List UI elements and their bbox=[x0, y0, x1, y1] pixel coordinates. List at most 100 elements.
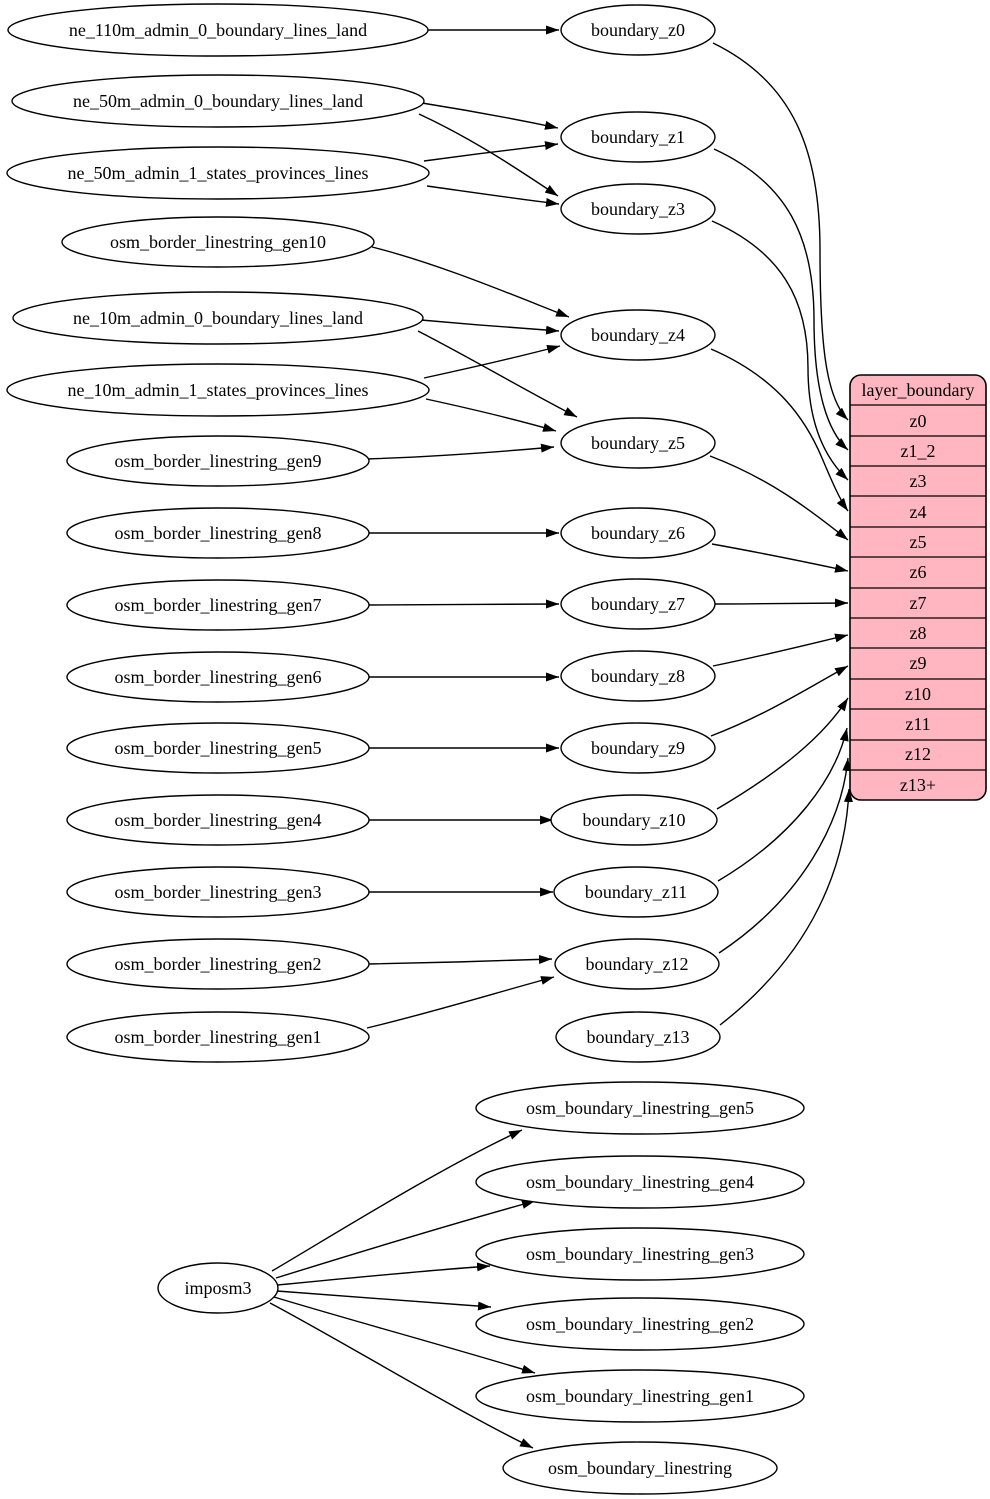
edge-osm_border_linestring_gen7-boundary_z7 bbox=[368, 599, 560, 609]
node-label: boundary_z8 bbox=[591, 666, 685, 686]
node-label: osm_boundary_linestring_gen2 bbox=[526, 1314, 754, 1334]
node-label: osm_border_linestring_gen7 bbox=[115, 595, 322, 615]
edge-boundary_z8-row_z8 bbox=[712, 633, 849, 667]
record-row-z3: z3 bbox=[910, 471, 927, 491]
edge-ne_50m_admin_1-boundary_z3 bbox=[426, 185, 560, 207]
edge-osm_border_linestring_gen2-boundary_z12 bbox=[368, 954, 553, 965]
edge-boundary_z6-row_z6 bbox=[711, 543, 849, 573]
node-label: boundary_z13 bbox=[587, 1027, 690, 1047]
edge-ne_10m_admin_0-boundary_z5 bbox=[417, 330, 578, 418]
record-title: layer_boundary bbox=[862, 380, 975, 400]
node-boundary_z6: boundary_z6 bbox=[560, 507, 716, 559]
node-label: osm_border_linestring_gen5 bbox=[115, 738, 322, 758]
node-label: boundary_z11 bbox=[585, 882, 687, 902]
node-label: boundary_z12 bbox=[586, 954, 689, 974]
node-boundary_z1: boundary_z1 bbox=[560, 111, 716, 163]
node-ellipse bbox=[560, 183, 716, 235]
node-ellipse bbox=[560, 111, 716, 163]
node-boundary_z3: boundary_z3 bbox=[560, 183, 716, 235]
edge-imposm3-osm_boundary_linestring_gen1 bbox=[273, 1296, 536, 1374]
record-row-z4: z4 bbox=[910, 502, 927, 522]
node-label: boundary_z10 bbox=[583, 810, 686, 830]
node-ellipse bbox=[66, 722, 370, 774]
node-osm_border_linestring_gen4: osm_border_linestring_gen4 bbox=[66, 794, 370, 846]
edge-imposm3-osm_boundary_linestring_gen4 bbox=[275, 1200, 536, 1279]
node-ellipse bbox=[66, 579, 370, 631]
node-label: ne_50m_admin_1_states_provinces_lines bbox=[68, 163, 369, 183]
record-row-z6: z6 bbox=[910, 562, 927, 582]
node-osm_boundary_linestring: osm_boundary_linestring bbox=[502, 1441, 778, 1495]
edge-ne_50m_admin_1-boundary_z1 bbox=[423, 141, 559, 162]
node-ellipse bbox=[6, 363, 430, 417]
node-osm_border_linestring_gen8: osm_border_linestring_gen8 bbox=[66, 507, 370, 559]
edge-boundary_z7-row_z7 bbox=[714, 598, 849, 608]
node-osm_boundary_linestring_gen1: osm_boundary_linestring_gen1 bbox=[475, 1369, 805, 1423]
node-label: boundary_z3 bbox=[591, 199, 685, 219]
edge-boundary_z11-row_z11 bbox=[717, 727, 849, 882]
record-row-z5: z5 bbox=[910, 532, 927, 552]
edge-boundary_z3-row_z3 bbox=[711, 220, 849, 481]
node-label: ne_110m_admin_0_boundary_lines_land bbox=[69, 20, 367, 40]
node-boundary_z11: boundary_z11 bbox=[553, 866, 719, 918]
node-ellipse bbox=[7, 3, 429, 57]
node-boundary_z7: boundary_z7 bbox=[560, 578, 716, 630]
node-osm_border_linestring_gen10: osm_border_linestring_gen10 bbox=[61, 216, 375, 268]
node-ellipse bbox=[560, 650, 716, 702]
edge-imposm3-osm_boundary_linestring_gen5 bbox=[271, 1129, 523, 1272]
node-imposm3: imposm3 bbox=[157, 1262, 279, 1314]
record-row-z9: z9 bbox=[910, 653, 927, 673]
node-osm_boundary_linestring_gen5: osm_boundary_linestring_gen5 bbox=[475, 1081, 805, 1135]
edge-ne_50m_admin_0-boundary_z3 bbox=[418, 113, 559, 197]
node-label: osm_border_linestring_gen6 bbox=[115, 667, 322, 687]
node-ellipse bbox=[560, 4, 716, 56]
node-boundary_z0: boundary_z0 bbox=[560, 4, 716, 56]
node-label: boundary_z1 bbox=[591, 127, 685, 147]
record-row-z1_2: z1_2 bbox=[901, 441, 936, 461]
node-ellipse bbox=[475, 1155, 805, 1209]
node-ne_50m_admin_1_states_provinces_lines: ne_50m_admin_1_states_provinces_lines bbox=[6, 146, 430, 200]
node-label: ne_50m_admin_0_boundary_lines_land bbox=[73, 91, 363, 111]
edge-boundary_z10-row_z10 bbox=[716, 697, 849, 810]
node-ellipse bbox=[11, 74, 425, 128]
edges bbox=[269, 25, 853, 1449]
edge-ne_50m_admin_0-boundary_z1 bbox=[421, 102, 559, 130]
node-ellipse bbox=[66, 938, 370, 990]
node-boundary_z10: boundary_z10 bbox=[550, 794, 718, 846]
node-label: imposm3 bbox=[184, 1278, 251, 1298]
node-ellipse bbox=[560, 578, 716, 630]
node-ne_10m_admin_1_states_provinces_lines: ne_10m_admin_1_states_provinces_lines bbox=[6, 363, 430, 417]
edge-osm_border_linestring_gen9-boundary_z5 bbox=[366, 443, 555, 460]
node-ellipse bbox=[6, 146, 430, 200]
node-ellipse bbox=[66, 1011, 370, 1063]
edge-osm_border_linestring_gen1-boundary_z12 bbox=[366, 976, 555, 1029]
node-boundary_z5: boundary_z5 bbox=[560, 417, 716, 469]
edge-boundary_z5-row_z5 bbox=[709, 455, 849, 541]
edge-ne_10m_admin_1-boundary_z5 bbox=[425, 398, 557, 432]
node-osm_border_linestring_gen9: osm_border_linestring_gen9 bbox=[66, 435, 370, 487]
node-label: osm_boundary_linestring bbox=[548, 1458, 732, 1478]
record-row-z7: z7 bbox=[910, 593, 927, 613]
node-ellipse bbox=[66, 507, 370, 559]
node-ellipse bbox=[66, 794, 370, 846]
node-ellipse bbox=[12, 291, 424, 345]
node-osm_border_linestring_gen5: osm_border_linestring_gen5 bbox=[66, 722, 370, 774]
edge-boundary_z13-row_z13plus bbox=[719, 788, 853, 1026]
node-osm_boundary_linestring_gen3: osm_boundary_linestring_gen3 bbox=[475, 1227, 805, 1281]
node-osm_border_linestring_gen7: osm_border_linestring_gen7 bbox=[66, 579, 370, 631]
node-label: boundary_z4 bbox=[591, 325, 685, 345]
node-osm_border_linestring_gen1: osm_border_linestring_gen1 bbox=[66, 1011, 370, 1063]
node-layer_boundary: layer_boundary z0 z1_2 z3 z4 z5 z6 z7 z8… bbox=[849, 374, 987, 801]
edge-boundary_z4-row_z4 bbox=[710, 348, 849, 512]
edge-imposm3-osm_boundary_linestring_gen3 bbox=[277, 1262, 491, 1286]
node-ellipse bbox=[560, 309, 716, 361]
node-ellipse bbox=[502, 1441, 778, 1495]
edge-boundary_z1-row_z1_2 bbox=[713, 148, 849, 451]
node-label: boundary_z0 bbox=[591, 20, 685, 40]
edge-imposm3-osm_boundary_linestring_gen2 bbox=[276, 1290, 492, 1311]
node-osm_border_linestring_gen2: osm_border_linestring_gen2 bbox=[66, 938, 370, 990]
node-label: ne_10m_admin_1_states_provinces_lines bbox=[68, 380, 369, 400]
node-label: osm_border_linestring_gen8 bbox=[115, 523, 322, 543]
node-osm_boundary_linestring_gen2: osm_boundary_linestring_gen2 bbox=[475, 1297, 805, 1351]
node-boundary_z12: boundary_z12 bbox=[554, 938, 720, 990]
